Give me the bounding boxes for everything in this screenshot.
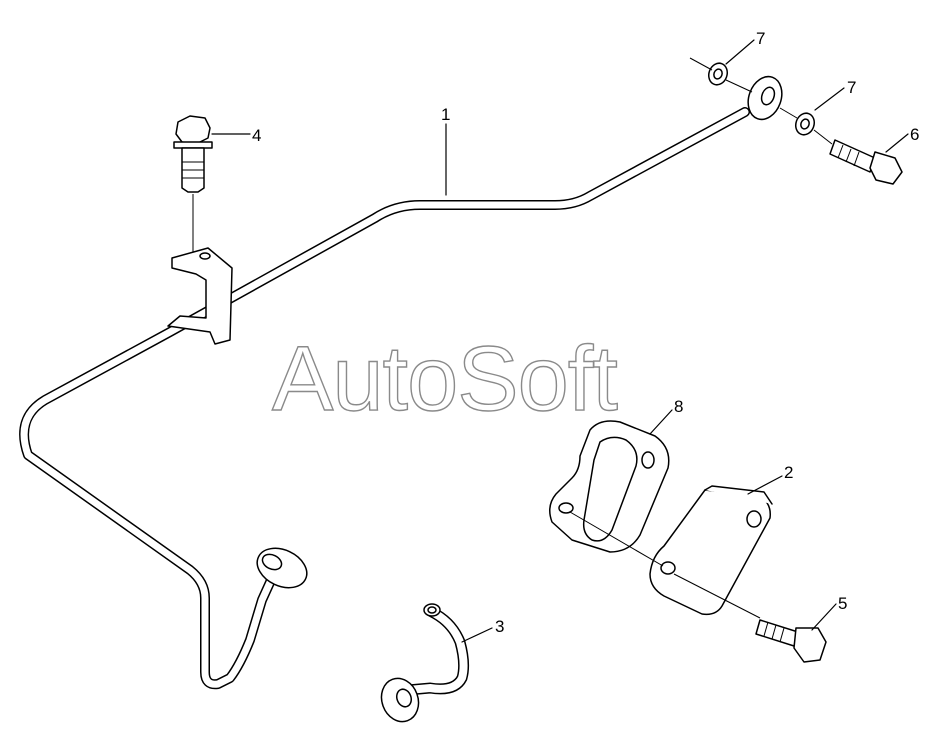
bolt-part-4 xyxy=(173,115,213,252)
callout-4: 4 xyxy=(252,126,261,145)
callout-8: 8 xyxy=(674,397,683,416)
gasket-part-8 xyxy=(549,420,670,553)
oil-pipe-part-1 xyxy=(19,75,783,690)
cover-plate-part-2 xyxy=(649,485,773,616)
callout-5: 5 xyxy=(838,594,847,613)
callout-1: 1 xyxy=(441,105,450,124)
leader-2 xyxy=(747,475,783,495)
callout-3: 3 xyxy=(495,617,504,636)
leader-8 xyxy=(649,409,673,435)
leader-5 xyxy=(811,603,837,631)
callout-7-lower: 7 xyxy=(847,78,856,97)
callout-7-upper: 7 xyxy=(756,29,765,48)
leader-7b xyxy=(814,87,845,111)
callout-6: 6 xyxy=(910,125,919,144)
callout-2: 2 xyxy=(784,463,793,482)
pipe-bracket xyxy=(167,247,233,345)
bolt-part-6 xyxy=(813,129,903,185)
leader-6 xyxy=(885,133,909,153)
leader-7a xyxy=(725,39,755,65)
bolt-part-5 xyxy=(755,619,827,663)
watermark-text: AutoSoft xyxy=(272,328,617,430)
leader-3 xyxy=(461,627,493,643)
short-pipe-part-3 xyxy=(380,603,470,723)
pipe-banjo-lower xyxy=(256,547,308,589)
